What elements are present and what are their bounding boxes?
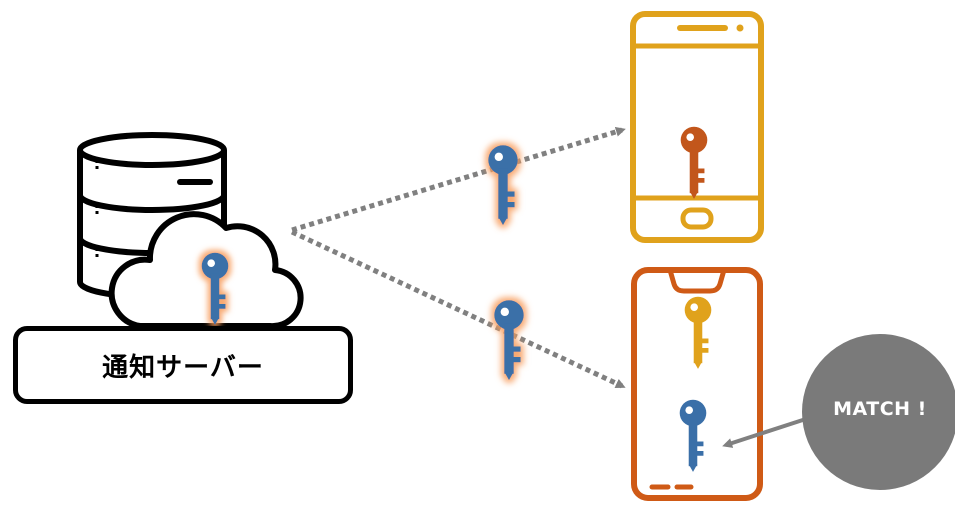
transit-key-icon-1 [488,145,518,226]
device-2-gold-key-icon [684,296,712,369]
arrow-to-device-2 [290,229,626,389]
match-badge [802,334,955,490]
smartphone-icon-1 [630,11,764,243]
server-label-box: 通知サーバー [13,326,353,404]
device-1-key-icon [680,126,708,199]
match-arrow-icon [722,415,813,448]
server-label: 通知サーバー [102,352,264,383]
arrow-to-device-1 [291,126,626,233]
server-key-icon [201,252,229,325]
device-2-blue-key-icon [679,399,707,472]
match-label: MATCH ! [833,398,927,420]
transit-key-icon-2 [494,300,524,381]
